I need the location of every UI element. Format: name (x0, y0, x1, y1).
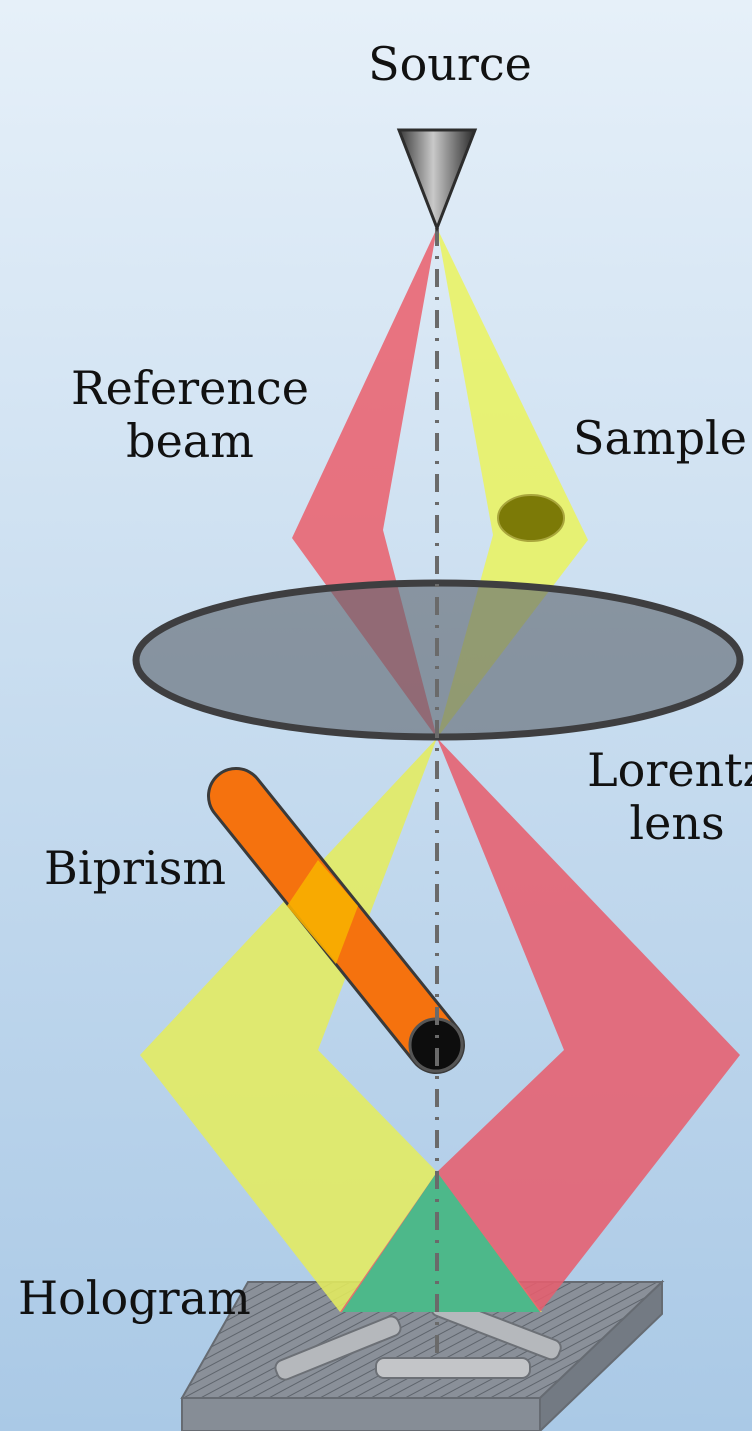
hologram-label: Hologram (18, 1271, 251, 1325)
nanowire (274, 1315, 402, 1381)
reference-beam-label: Reference beam (71, 361, 309, 469)
nanowire (375, 1357, 531, 1379)
lorentz-lens-label: Lorentz lens (587, 743, 752, 851)
biprism (207, 767, 465, 1074)
sample-label: Sample (573, 411, 747, 465)
hologram-plate (180, 1279, 665, 1431)
interference-region (342, 1172, 540, 1312)
plate-front (181, 1397, 541, 1431)
source-label: Source (368, 37, 532, 91)
reference-beam-lower (340, 738, 740, 1312)
sample (497, 494, 565, 542)
biprism-overlap (287, 860, 358, 964)
electron-source (396, 128, 478, 233)
object-beam-lower (140, 738, 542, 1312)
biprism-label: Biprism (44, 841, 226, 895)
plate-side (539, 1279, 663, 1431)
